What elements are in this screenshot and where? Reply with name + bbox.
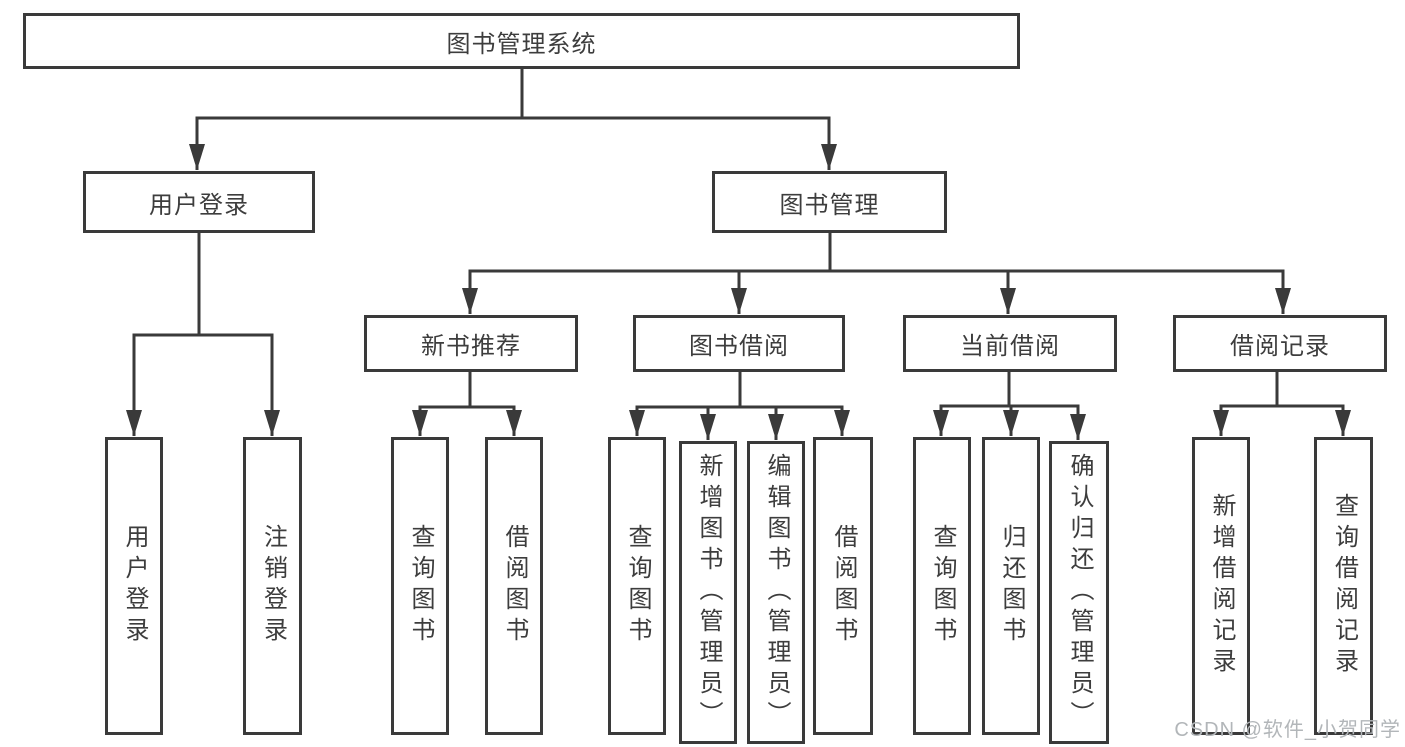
leaf-add-borrow-record: 新增借阅记录 bbox=[1192, 437, 1250, 735]
leaf-add-book-admin-label: 新增图书（管理员） bbox=[695, 453, 722, 732]
node-current-borrow: 当前借阅 bbox=[903, 315, 1117, 372]
leaf-edit-book-admin: 编辑图书（管理员） bbox=[747, 441, 805, 744]
leaf-logout-label: 注销登录 bbox=[259, 524, 287, 648]
arrowhead-icon bbox=[700, 414, 716, 440]
node-book-management: 图书管理 bbox=[712, 171, 947, 233]
leaf-add-borrow-record-label: 新增借阅记录 bbox=[1208, 493, 1235, 679]
node-new-book-recommend: 新书推荐 bbox=[364, 315, 578, 372]
leaf-confirm-return-admin-label: 确认归还（管理员） bbox=[1066, 453, 1093, 732]
arrowhead-icon bbox=[1335, 410, 1351, 436]
connector-wires bbox=[132, 67, 1345, 440]
leaf-query-books-new: 查询图书 bbox=[391, 437, 449, 735]
leaf-user-login-label: 用户登录 bbox=[121, 524, 148, 648]
leaf-edit-book-admin-label: 编辑图书（管理员） bbox=[763, 453, 790, 732]
arrowhead-icon bbox=[1003, 410, 1019, 436]
arrowhead-icon bbox=[629, 410, 645, 436]
arrowhead-icon bbox=[731, 288, 747, 314]
leaf-logout: 注销登录 bbox=[243, 437, 302, 735]
leaf-user-login: 用户登录 bbox=[105, 437, 163, 735]
arrowhead-icon bbox=[1275, 288, 1291, 314]
leaf-query-books-borrow: 查询图书 bbox=[608, 437, 666, 735]
leaf-borrow-books-borrow: 借阅图书 bbox=[813, 437, 873, 735]
arrowhead-icon bbox=[412, 410, 428, 436]
arrowhead-icon bbox=[189, 144, 205, 170]
leaf-borrow-books-borrow-label: 借阅图书 bbox=[830, 524, 857, 648]
arrowhead-icon bbox=[1213, 410, 1229, 436]
arrowhead-icon bbox=[264, 410, 280, 436]
leaf-borrow-books-new-label: 借阅图书 bbox=[501, 524, 528, 648]
leaf-confirm-return-admin: 确认归还（管理员） bbox=[1049, 441, 1109, 744]
watermark: CSDN @软件_小贺同学 bbox=[1174, 719, 1401, 741]
leaf-query-books-new-label: 查询图书 bbox=[407, 524, 434, 648]
arrowhead-icon bbox=[462, 288, 478, 314]
node-book-borrow: 图书借阅 bbox=[633, 315, 845, 372]
leaf-query-books-borrow-label: 查询图书 bbox=[624, 524, 651, 648]
arrowhead-icon bbox=[506, 410, 522, 436]
node-user-login: 用户登录 bbox=[83, 171, 315, 233]
leaf-return-books-label: 归还图书 bbox=[998, 524, 1025, 648]
arrowhead-icon bbox=[821, 144, 837, 170]
arrowhead-icon bbox=[1000, 288, 1016, 314]
arrowhead-icon bbox=[933, 410, 949, 436]
leaf-borrow-books-new: 借阅图书 bbox=[485, 437, 543, 735]
leaf-query-borrow-record-label: 查询借阅记录 bbox=[1330, 493, 1358, 679]
node-borrow-records: 借阅记录 bbox=[1173, 315, 1387, 372]
arrowhead-icon bbox=[1070, 414, 1086, 440]
leaf-add-book-admin: 新增图书（管理员） bbox=[679, 441, 737, 744]
arrowhead-icon bbox=[126, 410, 142, 436]
arrowhead-icon bbox=[768, 414, 784, 440]
arrowhead-icon bbox=[834, 410, 850, 436]
leaf-return-books: 归还图书 bbox=[982, 437, 1040, 735]
leaf-query-books-current-label: 查询图书 bbox=[929, 524, 956, 648]
node-root: 图书管理系统 bbox=[23, 13, 1020, 69]
leaf-query-books-current: 查询图书 bbox=[913, 437, 971, 735]
leaf-query-borrow-record: 查询借阅记录 bbox=[1314, 437, 1373, 735]
